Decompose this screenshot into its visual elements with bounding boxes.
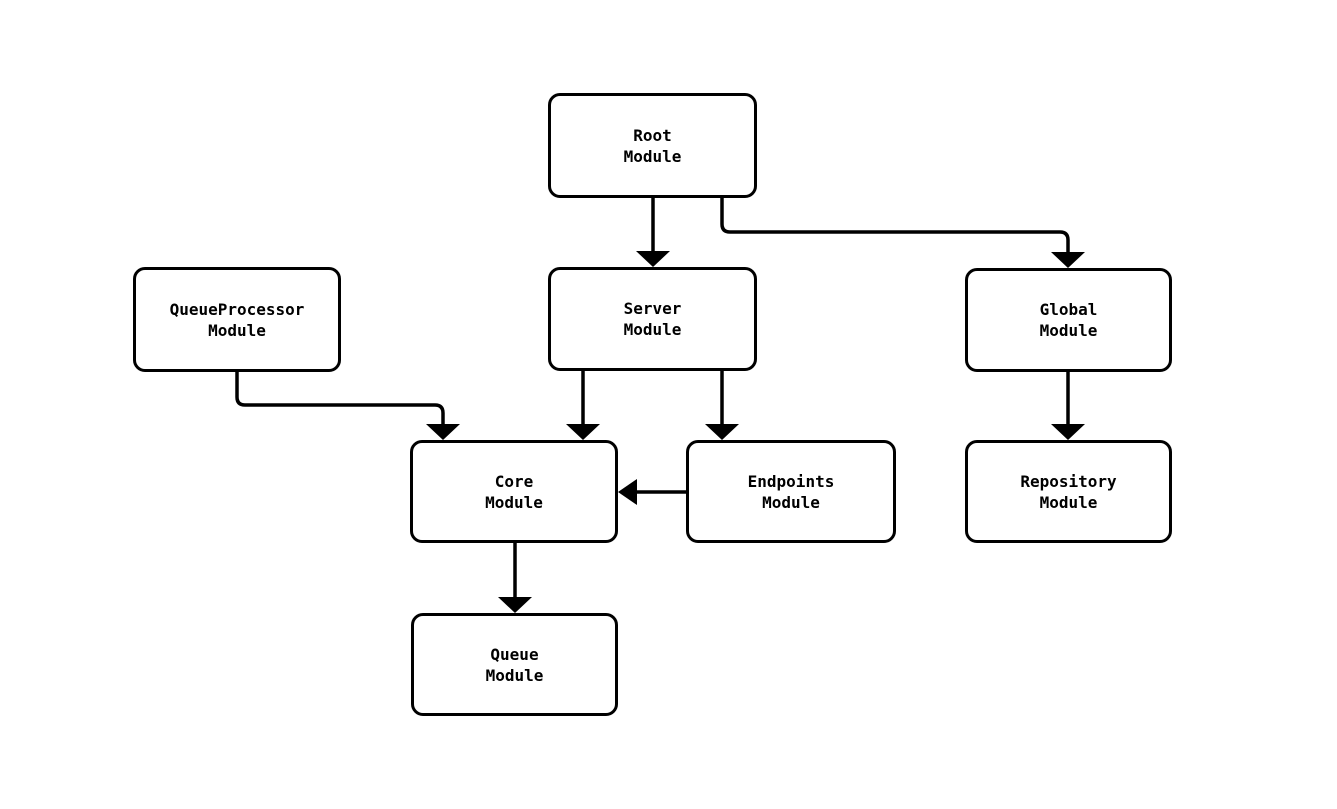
- node-label-line: Global: [1039, 300, 1098, 319]
- node-label-line: Module: [208, 320, 266, 340]
- node-label-line: Repository: [1020, 471, 1117, 491]
- node-endpoints-module: Endpoints Module: [686, 440, 896, 543]
- node-label-line: Root: [633, 125, 672, 145]
- edge-endpoints-to-core: [618, 479, 686, 505]
- edge-server-to-core: [566, 371, 600, 440]
- node-label-line: QueueProcessor: [169, 299, 305, 319]
- arrowhead-icon: [426, 424, 460, 440]
- node-queueprocessor-module: QueueProcessor Module: [133, 267, 341, 372]
- node-label-line: Module: [623, 320, 682, 339]
- node-global-module: Global Module: [965, 268, 1172, 372]
- arrowhead-icon: [618, 479, 637, 505]
- edge-root-to-global: [720, 198, 1085, 268]
- node-queue-module: Queue Module: [411, 613, 618, 716]
- node-label-line: Module: [762, 492, 820, 512]
- node-label-line: Module: [1039, 321, 1098, 340]
- node-label-line: Module: [623, 146, 682, 166]
- edge-core-to-queue: [498, 543, 532, 613]
- node-label-line: Module: [485, 492, 543, 512]
- node-label-line: Endpoints: [747, 471, 835, 491]
- node-repository-module: Repository Module: [965, 440, 1172, 543]
- edge-server-to-endpoints: [705, 371, 739, 440]
- node-label-line: Queue: [490, 644, 539, 664]
- arrowhead-icon: [705, 424, 739, 440]
- node-root-module: Root Module: [548, 93, 757, 198]
- edge-global-to-repository: [1051, 372, 1085, 440]
- node-core-module: Core Module: [410, 440, 618, 543]
- node-label-line: Module: [1039, 492, 1098, 512]
- arrowhead-icon: [498, 597, 532, 613]
- edge-queueprocessor-to-core: [235, 372, 460, 440]
- arrowhead-icon: [1051, 424, 1085, 440]
- node-label-line: Core: [494, 471, 534, 491]
- node-label-line: Server: [623, 299, 682, 318]
- edge-root-to-server: [636, 198, 670, 267]
- arrowhead-icon: [1051, 252, 1085, 268]
- node-label-line: Module: [485, 665, 544, 685]
- arrowhead-icon: [566, 424, 600, 440]
- arrowhead-icon: [636, 251, 670, 267]
- node-server-module: Server Module: [548, 267, 757, 371]
